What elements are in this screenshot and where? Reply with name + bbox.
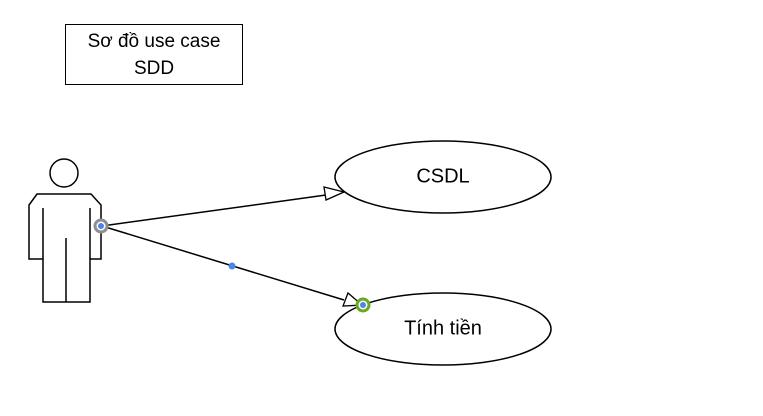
connection-handle-actor-dot	[98, 223, 104, 229]
diagram-title-line-2: SDD	[133, 57, 175, 79]
actor[interactable]	[28, 158, 102, 303]
diagram-title-line-1: Sơ đồ use case	[87, 30, 221, 52]
use-case-tinh-tien-label: Tính tiền	[404, 317, 482, 340]
actor-body	[28, 193, 102, 303]
actor-head	[49, 158, 79, 188]
connection-handle-tinh-tien-dot	[360, 302, 366, 308]
use-case-tinh-tien-ellipse[interactable]	[334, 292, 552, 366]
connector-to-csdl[interactable]	[101, 186, 346, 227]
midpoint-handle[interactable]	[228, 262, 236, 270]
arrowhead-csdl	[323, 186, 346, 201]
diagram-title-box[interactable]: Sơ đồ use case SDD	[65, 24, 243, 85]
use-case-csdl-label: CSDL	[416, 165, 470, 188]
use-case-csdl-ellipse[interactable]	[334, 140, 552, 214]
